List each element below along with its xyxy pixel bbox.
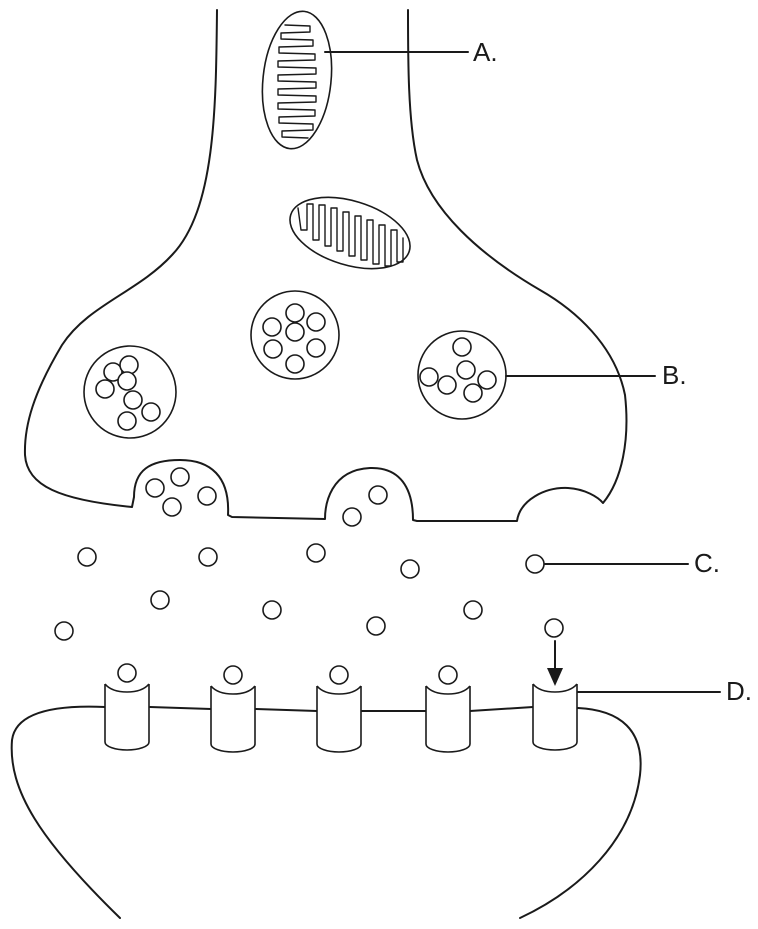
label-a: A. [473, 37, 498, 67]
label-c: C. [694, 548, 720, 578]
synaptic-cleft-neurotransmitters [55, 544, 563, 640]
postsynaptic-membrane [12, 707, 120, 918]
label-b: B. [662, 360, 687, 390]
receptor-1 [105, 664, 149, 750]
label-d: D. [726, 676, 752, 706]
receptor-4 [426, 666, 470, 752]
binding-arrow [547, 641, 563, 686]
receptor-d [533, 684, 577, 750]
postsynaptic-membrane-segment [256, 709, 317, 711]
synaptic-vesicle-left [84, 346, 176, 438]
postsynaptic-membrane-segment [150, 707, 211, 709]
synaptic-vesicle-b [418, 331, 506, 419]
mitochondrion-horizontal [281, 184, 418, 281]
mitochondrion-a [256, 8, 338, 152]
synaptic-vesicle-center [251, 291, 339, 379]
postsynaptic-membrane-segment [470, 707, 533, 711]
receptor-3 [317, 666, 361, 752]
receptor-2 [211, 666, 255, 752]
